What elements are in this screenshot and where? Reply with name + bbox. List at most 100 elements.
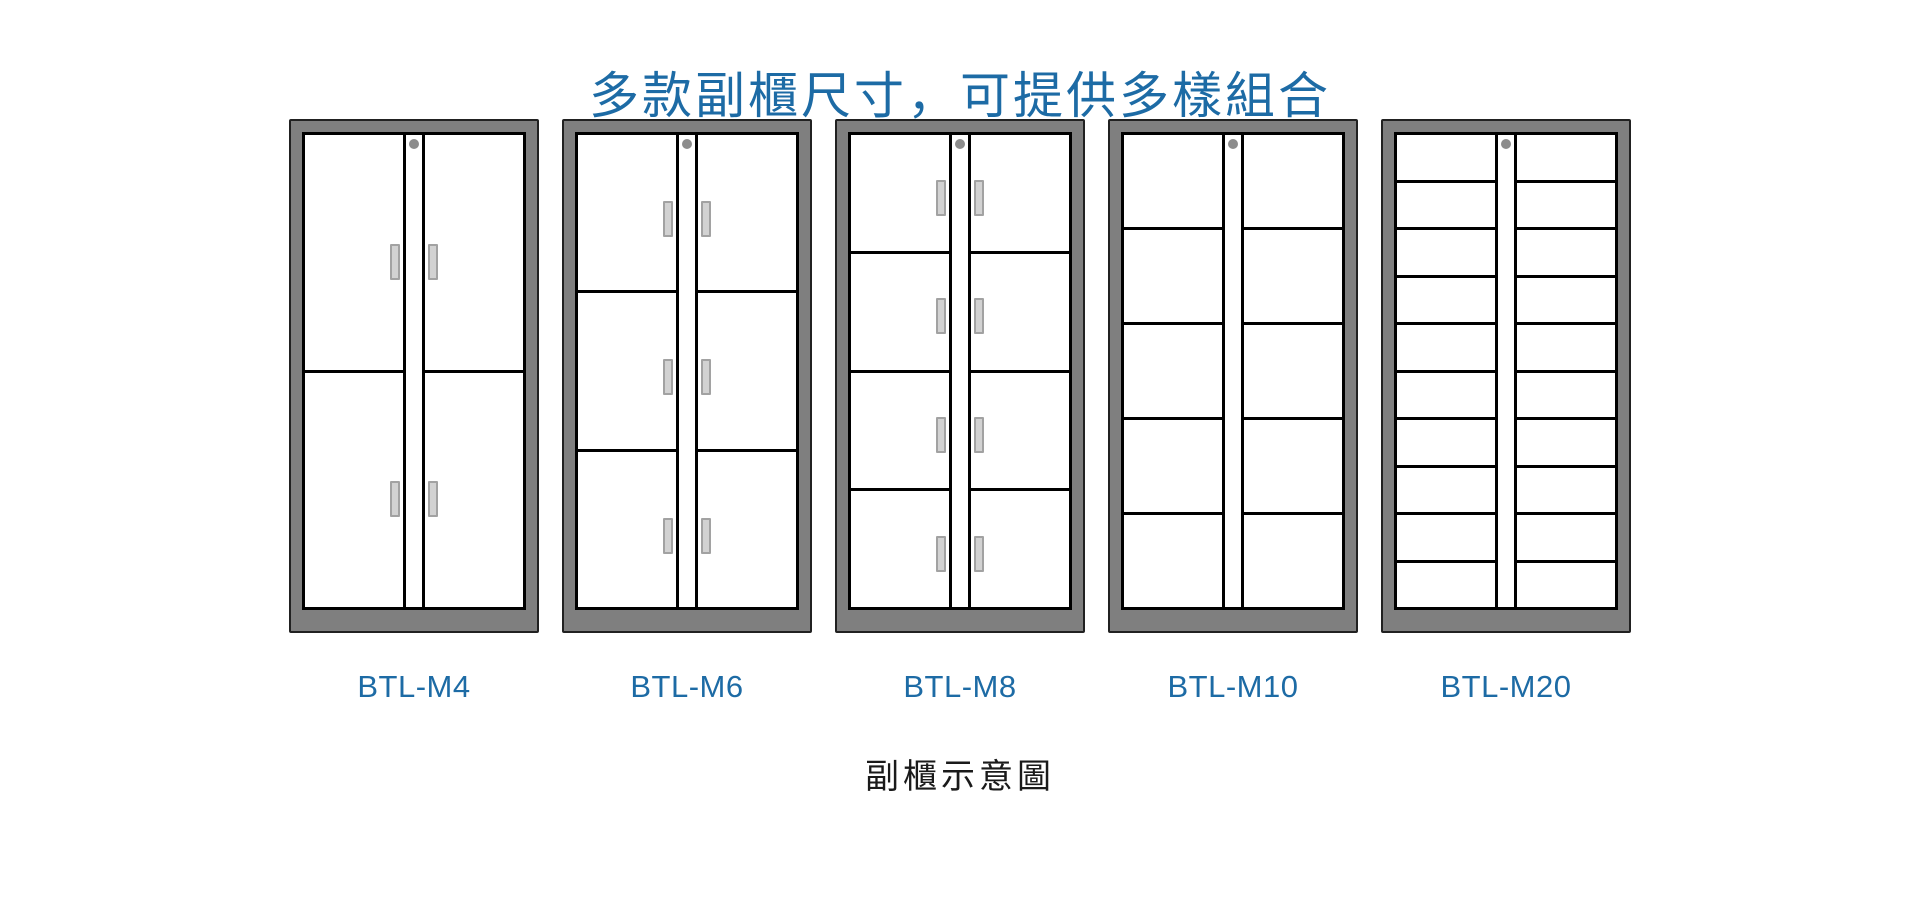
door-handle-icon <box>936 179 946 216</box>
compartment-door <box>1517 373 1615 420</box>
compartment-door <box>851 135 949 254</box>
lock-dot-icon <box>1228 139 1238 149</box>
diagram-caption: 副櫃示意圖 <box>865 758 1055 796</box>
compartment-door <box>1244 135 1342 230</box>
model-label-btl-m6: BTL-M6 <box>630 669 744 704</box>
cabinet-body-btl-m4 <box>289 119 539 633</box>
cabinet-body-btl-m20 <box>1381 119 1631 633</box>
door-handle-icon <box>936 417 946 453</box>
door-column-left <box>851 135 949 607</box>
center-stile <box>676 135 698 607</box>
compartment-door <box>971 491 1069 607</box>
compartment-door <box>851 373 949 492</box>
compartment-door <box>1124 135 1222 230</box>
compartment-door <box>1397 373 1495 420</box>
door-handle-icon <box>936 298 946 335</box>
door-column-right <box>425 135 523 607</box>
lock-dot-icon <box>1501 139 1511 149</box>
compartment-door <box>305 373 403 608</box>
compartment-door <box>425 373 523 608</box>
model-label-btl-m4: BTL-M4 <box>357 669 471 704</box>
door-handle-icon <box>974 179 984 216</box>
compartment-door <box>1244 420 1342 515</box>
compartment-door <box>851 254 949 373</box>
compartment-door <box>1124 515 1222 607</box>
cabinet-figure-btl-m6: BTL-M6 <box>562 119 812 705</box>
center-stile <box>949 135 971 607</box>
door-column-left <box>578 135 676 607</box>
cabinet-inner-panel <box>1121 132 1345 610</box>
compartment-door <box>1397 420 1495 468</box>
door-handle-icon <box>390 243 400 280</box>
cabinet-body-btl-m10 <box>1108 119 1358 633</box>
page-title: 多款副櫃尺寸，可提供多樣組合 <box>589 68 1331 124</box>
door-handle-icon <box>701 517 711 554</box>
lock-dot-icon <box>682 139 692 149</box>
cabinet-inner-panel <box>302 132 526 610</box>
compartment-door <box>1244 230 1342 325</box>
door-handle-icon <box>428 243 438 280</box>
compartment-door <box>1517 135 1615 183</box>
door-handle-icon <box>428 481 438 518</box>
center-stile <box>1495 135 1517 607</box>
compartment-door <box>1517 563 1615 608</box>
door-handle-icon <box>663 359 673 396</box>
compartment-door <box>1397 325 1495 373</box>
door-handle-icon <box>701 359 711 396</box>
door-handle-icon <box>974 298 984 335</box>
compartment-door <box>1397 183 1495 230</box>
center-stile <box>403 135 425 607</box>
compartment-door <box>1397 515 1495 563</box>
door-handle-icon <box>936 535 946 572</box>
compartment-door <box>971 373 1069 492</box>
compartment-door <box>698 135 796 294</box>
door-column-right <box>971 135 1069 607</box>
cabinet-inner-panel <box>1394 132 1618 610</box>
door-column-right <box>1244 135 1342 607</box>
compartment-door <box>1517 468 1615 515</box>
door-column-right <box>1517 135 1615 607</box>
compartment-door <box>578 452 676 607</box>
door-handle-icon <box>390 481 400 518</box>
door-handle-icon <box>701 200 711 237</box>
compartment-door <box>1397 468 1495 515</box>
compartment-door <box>1517 420 1615 468</box>
compartment-door <box>1397 563 1495 608</box>
cabinet-figure-btl-m20: BTL-M20 <box>1381 119 1631 705</box>
cabinet-body-btl-m8 <box>835 119 1085 633</box>
door-handle-icon <box>663 517 673 554</box>
door-column-right <box>698 135 796 607</box>
compartment-door <box>851 491 949 607</box>
compartment-door <box>698 293 796 452</box>
cabinet-inner-panel <box>848 132 1072 610</box>
compartment-door <box>305 135 403 373</box>
model-label-btl-m8: BTL-M8 <box>903 669 1017 704</box>
compartment-door <box>1397 278 1495 325</box>
compartment-door <box>578 293 676 452</box>
compartment-door <box>971 254 1069 373</box>
compartment-door <box>1517 183 1615 230</box>
door-column-left <box>305 135 403 607</box>
compartment-door <box>1517 278 1615 325</box>
center-stile <box>1222 135 1244 607</box>
door-column-left <box>1397 135 1495 607</box>
compartment-door <box>1397 230 1495 278</box>
compartment-door <box>1517 230 1615 278</box>
door-handle-icon <box>974 417 984 453</box>
compartment-door <box>1124 420 1222 515</box>
compartment-door <box>1397 135 1495 183</box>
door-handle-icon <box>663 200 673 237</box>
compartment-door <box>1124 230 1222 325</box>
compartment-door <box>1244 325 1342 420</box>
compartment-door <box>1244 515 1342 607</box>
compartment-door <box>971 135 1069 254</box>
compartment-door <box>1124 325 1222 420</box>
compartment-door <box>425 135 523 373</box>
cabinet-figure-btl-m4: BTL-M4 <box>289 119 539 705</box>
door-handle-icon <box>974 535 984 572</box>
compartment-door <box>578 135 676 294</box>
door-column-left <box>1124 135 1222 607</box>
cabinet-figure-btl-m8: BTL-M8 <box>835 119 1085 705</box>
